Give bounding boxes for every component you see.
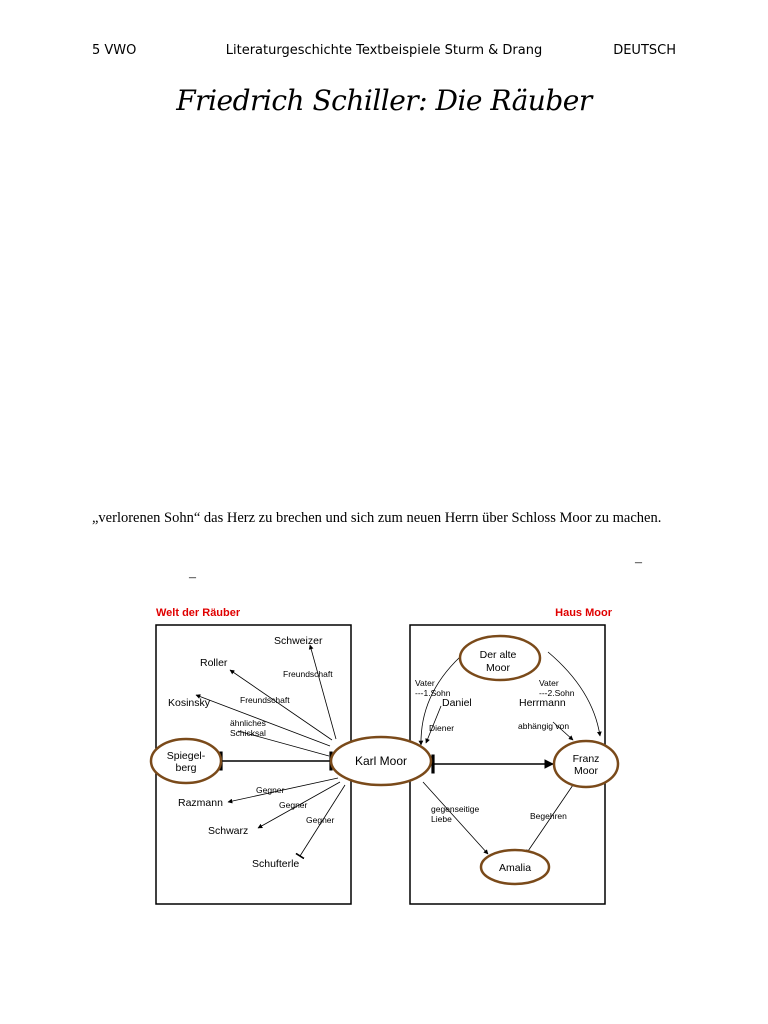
label-gegner-1: Gegner	[256, 785, 285, 795]
node-karl-moor: Karl Moor	[355, 754, 407, 768]
node-spiegelberg-2: berg	[175, 762, 196, 774]
dash-left: –	[189, 570, 196, 585]
label-gegner-2: Gegner	[279, 800, 308, 810]
node-schweizer: Schweizer	[274, 635, 323, 647]
amalia-ellipse	[479, 848, 551, 886]
label-begehren: Begehren	[530, 811, 567, 821]
label-freundschaft-1: Freundschaft	[283, 669, 333, 679]
node-spiegelberg-1: Spiegel-	[167, 750, 206, 762]
node-razmann: Razmann	[178, 797, 223, 809]
node-franz-moor-2: Moor	[574, 765, 598, 777]
header-center: Literaturgeschichte Textbeispiele Sturm …	[225, 43, 543, 58]
node-franz-moor-1: Franz	[573, 753, 600, 765]
node-daniel: Daniel	[442, 697, 472, 709]
label-vater-2sohn-1: Vater	[539, 678, 559, 688]
label-abhaengig: abhängig von	[518, 721, 569, 731]
right-relations	[418, 651, 602, 855]
left-heading: Welt der Räuber	[156, 607, 241, 619]
node-roller: Roller	[200, 657, 228, 669]
node-alte-moor-2: Moor	[486, 662, 510, 674]
header-right: DEUTSCH	[613, 43, 676, 58]
label-vater-1sohn-1: Vater	[415, 678, 435, 688]
karl-moor-ellipse	[329, 735, 433, 787]
franz-moor-ellipse	[552, 739, 620, 789]
label-liebe-2: Liebe	[431, 814, 452, 824]
label-liebe-1: gegenseitige	[431, 804, 479, 814]
label-vater-1sohn-2: ---1.Sohn	[415, 688, 451, 698]
label-gegner-3: Gegner	[306, 815, 335, 825]
alte-moor-ellipse	[458, 634, 542, 682]
node-schwarz: Schwarz	[208, 825, 248, 837]
left-relations	[195, 644, 346, 860]
label-freundschaft-2: Freundschaft	[240, 695, 290, 705]
header-left: 5 VWO	[92, 43, 137, 58]
spiegelberg-ellipse	[149, 737, 223, 785]
node-amalia: Amalia	[499, 862, 531, 874]
node-kosinsky: Kosinsky	[168, 697, 211, 709]
label-vater-2sohn-2: ---2.Sohn	[539, 688, 575, 698]
right-heading: Haus Moor	[555, 607, 613, 619]
node-schufterle: Schufterle	[252, 858, 299, 870]
page-title: Friedrich Schiller: Die Räuber	[176, 84, 592, 117]
label-schicksal-2: Schicksal	[230, 728, 266, 738]
character-diagram: Welt der Räuber Haus Moor Schweizer Roll…	[149, 607, 620, 905]
label-schicksal-1: ähnliches	[230, 718, 266, 728]
dash-right: –	[635, 555, 642, 570]
node-alte-moor-1: Der alte	[480, 649, 517, 661]
label-diener: Diener	[429, 723, 454, 733]
node-herrmann: Herrmann	[519, 697, 566, 709]
body-text-line: „verlorenen Sohn“ das Herz zu brechen un…	[92, 510, 662, 526]
